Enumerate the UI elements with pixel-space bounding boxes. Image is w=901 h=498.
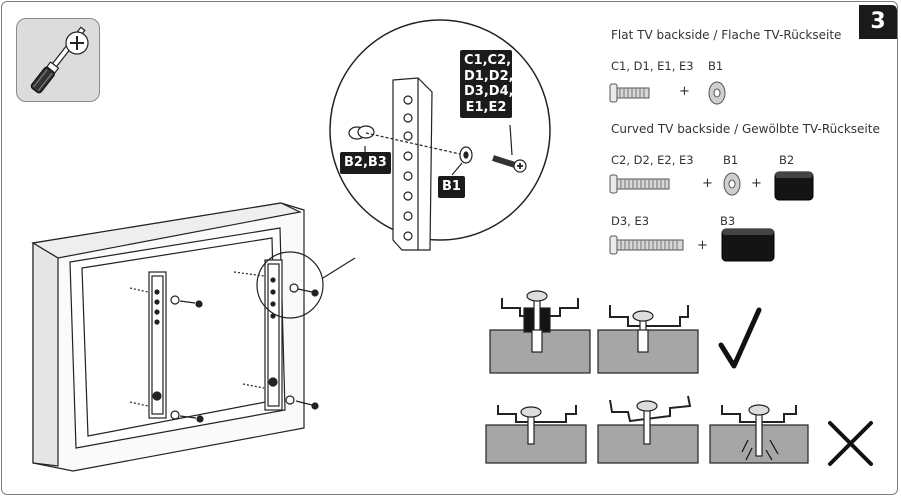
plus-sign: + <box>679 84 690 99</box>
screw-callout: C1,C2, D1,D2, D3,D4, E1,E2 <box>460 50 514 118</box>
plus-sign: + <box>751 176 762 191</box>
spacer-callout: B2,B3 <box>340 152 391 174</box>
flat-backside-title: Flat TV backside / Flache TV-Rückseite <box>611 28 842 42</box>
curved-spacer-label: B2 <box>779 153 795 167</box>
curved-screw-label: C2, D2, E2, E3 <box>611 153 694 167</box>
screwdriver-phillips-icon <box>30 26 89 94</box>
checkmark-icon <box>718 307 762 369</box>
longest-screw-label: D3, E3 <box>611 214 650 228</box>
flat-washer-label: B1 <box>708 59 724 73</box>
detail-zoom-drawing <box>329 19 551 251</box>
cross-icon <box>828 421 873 466</box>
longest-screw-icon <box>609 235 684 255</box>
flat-screw-label: C1, D1, E1, E3 <box>611 59 694 73</box>
washer-icon-2 <box>723 172 741 196</box>
cross-sections <box>485 290 809 464</box>
plus-sign: + <box>697 238 708 253</box>
step-number-badge: 3 <box>859 5 897 39</box>
long-spacer-label: B3 <box>720 214 736 228</box>
short-screw-icon <box>609 83 650 103</box>
tool-box <box>16 18 100 102</box>
washer-callout: B1 <box>438 176 465 198</box>
long-spacer-icon <box>721 228 775 262</box>
spacer-icon <box>774 171 814 201</box>
long-screw-icon <box>609 174 670 194</box>
tv-backside-drawing <box>31 202 356 472</box>
curved-backside-title: Curved TV backside / Gewölbte TV-Rücksei… <box>611 122 880 136</box>
curved-washer-label: B1 <box>723 153 739 167</box>
plus-sign: + <box>702 176 713 191</box>
washer-icon <box>708 81 726 105</box>
